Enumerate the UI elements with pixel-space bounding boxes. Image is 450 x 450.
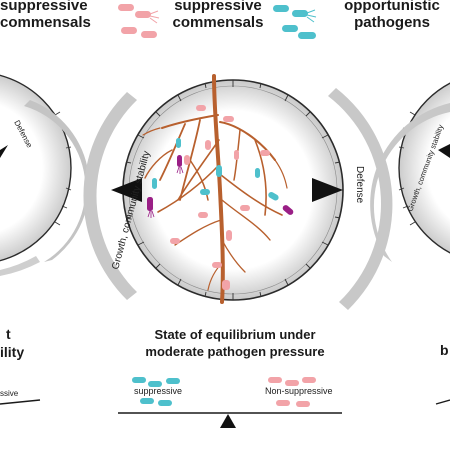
legend-icon-suppressive-cyan — [273, 5, 317, 39]
right-pointer — [438, 144, 450, 158]
balance-non-suppressive-bacteria — [268, 377, 316, 407]
right-balance-beam — [435, 399, 450, 405]
center-growth-arc — [83, 92, 137, 300]
left-pointer — [0, 145, 8, 158]
right-caption-fragment: b — [440, 342, 449, 358]
left-balance-beam — [0, 399, 41, 405]
bacteria-non-suppressive — [170, 105, 270, 290]
left-balance-label: ssive — [0, 389, 19, 398]
balance-label-suppressive: suppressive — [134, 386, 183, 396]
right-panel: Growth, community stability — [370, 82, 450, 262]
balance-label-non-suppressive: Non-suppressive — [265, 386, 333, 396]
legend-suppressive-commensals: suppressive commensals — [172, 0, 264, 31]
center-defense-label: Defense — [354, 166, 365, 204]
center-caption: State of equilibrium under moderate path… — [145, 327, 325, 359]
left-lower-arc — [0, 256, 40, 276]
legend-opportunistic-pathogens: opportunistic pathogens — [344, 0, 440, 31]
legend-suppressive-commensals-left: suppressive commensals — [0, 0, 91, 31]
left-defense-arc — [24, 100, 90, 262]
center-panel: Growth, community stability Defense — [83, 74, 393, 310]
center-left-pointer — [111, 178, 142, 202]
left-panel: Defense — [0, 74, 90, 276]
center-right-pointer — [312, 178, 343, 202]
legend-icon-suppressive-pink — [118, 4, 160, 38]
center-clock-ring — [122, 79, 344, 301]
bacteria-suppressive — [152, 138, 279, 201]
left-clock-ring — [0, 74, 72, 262]
balance-suppressive-bacteria — [132, 377, 180, 406]
balance-scale — [0, 377, 450, 428]
left-caption: t ility — [0, 326, 25, 360]
center-defense-arc — [328, 88, 393, 310]
center-clock-ticks — [123, 80, 343, 300]
balance-fulcrum — [220, 414, 236, 428]
bacteria-pathogen — [147, 155, 294, 218]
